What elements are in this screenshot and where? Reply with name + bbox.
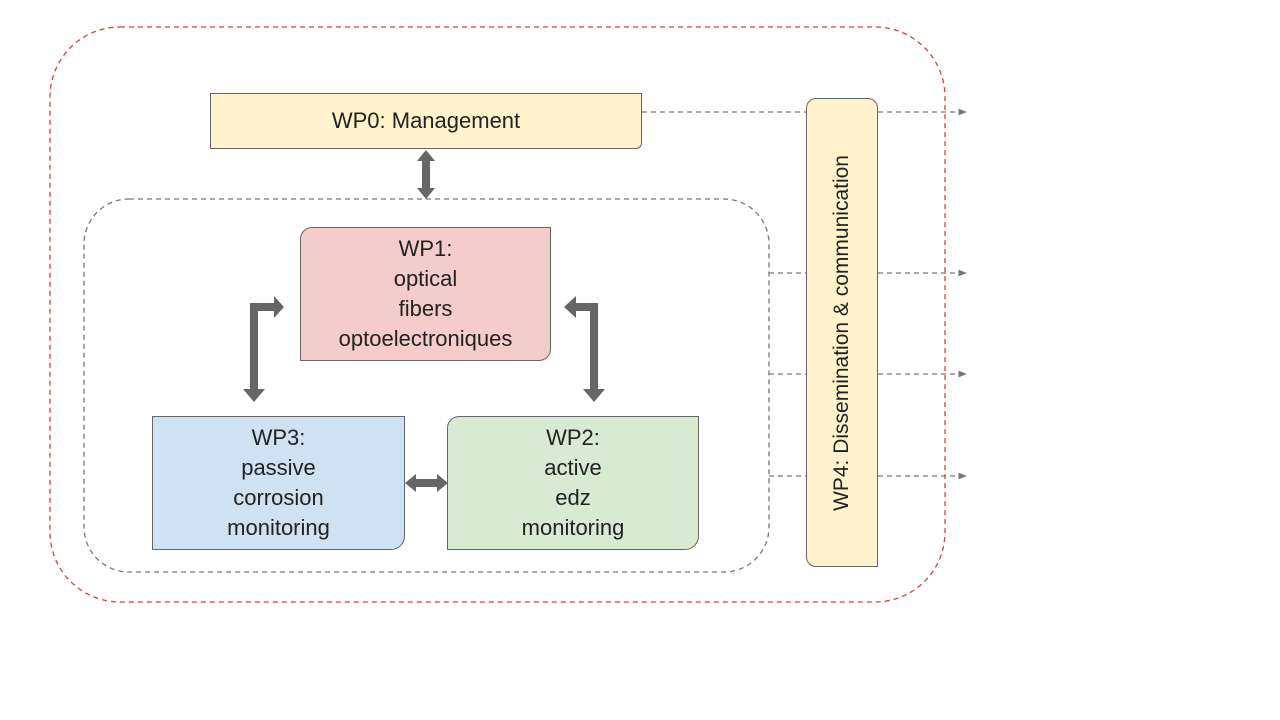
wp3-passive-corrosion-box: WP3: passive corrosion monitoring [152, 416, 405, 550]
wp3-line-3: monitoring [227, 515, 330, 540]
wp1-line-2: fibers [398, 296, 453, 321]
wp1-wp3-double-arrow [243, 296, 284, 402]
wp1-line-3: optoelectroniques [338, 326, 513, 351]
wp3-wp2-double-arrow [405, 474, 448, 492]
wp1-title: WP1: [398, 236, 453, 261]
wp0-label: WP0: Management [331, 108, 521, 133]
wp2-line-3: monitoring [521, 515, 625, 540]
wp4-label: WP4: Dissemination & communication [830, 154, 853, 511]
wp3-title: WP3: [251, 425, 306, 450]
wp2-title: WP2: [546, 425, 600, 450]
wp0-group-double-arrow [417, 150, 435, 199]
wp0-management-box: WP0: Management [210, 93, 642, 149]
wp4-dissemination-box: WP4: Dissemination & communication [806, 98, 878, 567]
project-boundary [49, 26, 946, 603]
wp1-optical-fibers-box: WP1: optical fibers optoelectroniques [300, 227, 551, 361]
wp2-line-2: edz [555, 485, 591, 510]
wp2-line-1: active [544, 455, 602, 480]
technical-wp-group [83, 198, 770, 573]
wp1-line-1: optical [393, 266, 458, 291]
wp1-wp2-double-arrow [564, 296, 605, 402]
wp3-line-1: passive [241, 455, 316, 480]
wp2-active-edz-box: WP2: active edz monitoring [447, 416, 699, 550]
dissemination-output-arrows [642, 108, 967, 480]
wp3-line-2: corrosion [233, 485, 324, 510]
